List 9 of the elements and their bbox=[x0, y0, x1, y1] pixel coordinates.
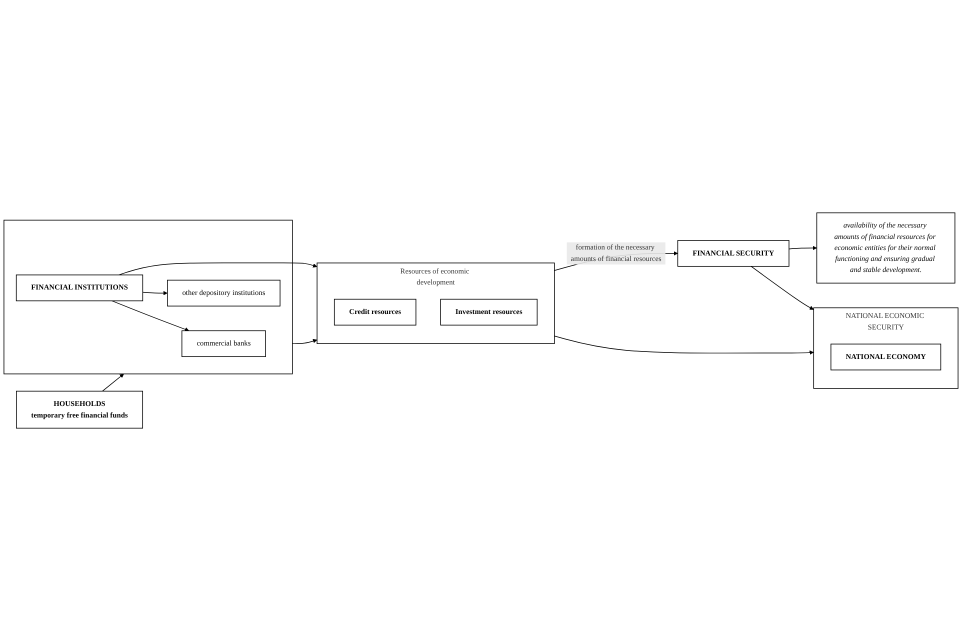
arrow bbox=[112, 300, 190, 332]
arrow bbox=[118, 262, 318, 276]
arrow bbox=[750, 266, 814, 310]
arrow bbox=[554, 336, 814, 355]
arrow bbox=[142, 290, 168, 296]
arrow bbox=[102, 374, 124, 392]
arrow bbox=[292, 338, 318, 344]
arrow bbox=[788, 246, 817, 250]
cluster bbox=[4, 220, 293, 374]
